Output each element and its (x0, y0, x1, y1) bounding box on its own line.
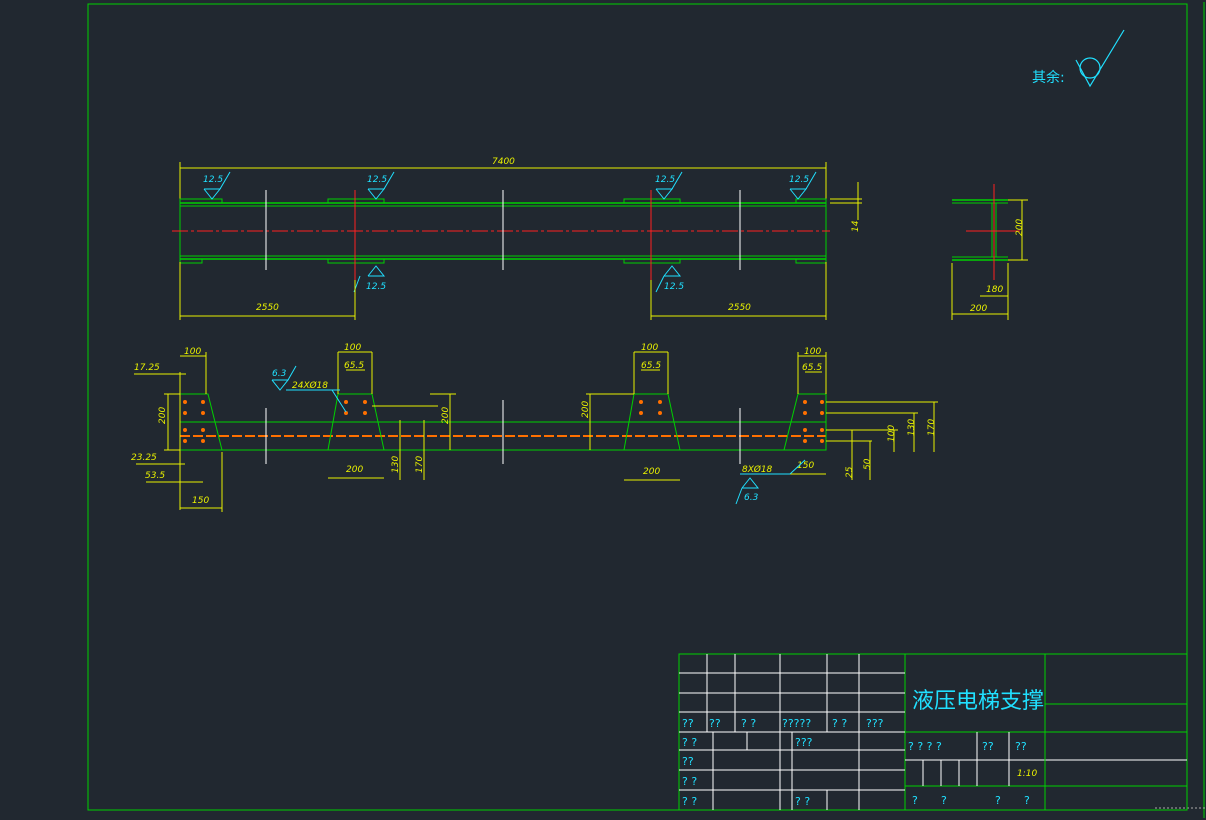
weld-small-2: 6.3 (744, 493, 759, 503)
dim-hole-side-a: 23.25 (131, 453, 157, 463)
dim-vert-50: 50 (863, 458, 873, 470)
tb-r1-c4: ????? (782, 717, 811, 730)
sheet-frame (87, 3, 1188, 811)
dim-section-height: 200 (1015, 219, 1025, 236)
tb-left-4: ? ? (682, 795, 697, 808)
weld-label-4: 12.5 (789, 175, 809, 185)
dim-plate-4: 100 (804, 347, 821, 357)
dim-base-small-1: 150 (192, 496, 209, 506)
dim-section-width: 200 (970, 304, 987, 314)
dim-hole-spacing-2: 65.5 (641, 361, 661, 371)
tb-mid-a: ??? (795, 736, 813, 749)
dim-vert-170-a: 170 (415, 456, 425, 473)
surface-roughness-note: 其余: (1032, 29, 1125, 88)
tb-bottom-3: ? (995, 794, 1001, 807)
weld-small-1: 6.3 (272, 369, 287, 379)
dim-hole-spacing-3: 65.5 (802, 363, 822, 373)
tb-right-h3: ?? (1015, 740, 1027, 753)
tb-r1-c1: ?? (682, 717, 694, 730)
dim-hole-spacing-1: 65.5 (344, 361, 364, 371)
dim-vert-130-b: 130 (907, 419, 917, 436)
tb-left-1: ? ? (682, 736, 697, 749)
support-elevation-view: 100 100 65.5 100 65.5 100 65.5 17.25 23.… (131, 343, 938, 512)
dim-hole-top: 17.25 (134, 363, 160, 373)
dim-right-offset: 2550 (728, 303, 751, 313)
tb-right-h2: ?? (982, 740, 994, 753)
tb-left-2: ?? (682, 755, 694, 768)
weld-label-6: 12.5 (664, 282, 684, 292)
dim-support-height-2: 200 (581, 401, 591, 418)
dim-vert-100: 100 (887, 425, 897, 442)
tb-scale: 1:10 (1017, 769, 1037, 779)
dim-section-inner: 180 (986, 285, 1003, 295)
dim-vert-25: 25 (845, 466, 855, 478)
tb-mid-b: ? ? (795, 795, 810, 808)
dim-plate-2: 100 (344, 343, 361, 353)
dim-base-1: 200 (346, 465, 363, 475)
weld-label-5: 12.5 (366, 282, 386, 292)
dim-plate-1: 100 (184, 347, 201, 357)
dim-plate-3: 100 (641, 343, 658, 353)
dim-vert-130-a: 130 (391, 456, 401, 473)
drawing-title: 液压电梯支撑 (912, 689, 1044, 714)
dim-vert-170-b: 170 (927, 419, 937, 436)
tb-bottom-1: ? (912, 794, 918, 807)
tb-r1-c6: ??? (866, 717, 884, 730)
tb-r1-c2: ?? (709, 717, 721, 730)
tb-r1-c3: ? ? (741, 717, 756, 730)
weld-label-1: 12.5 (203, 175, 223, 185)
roughness-icon (1075, 29, 1125, 88)
tb-bottom-4: ? (1024, 794, 1030, 807)
tb-bottom-2: ? (941, 794, 947, 807)
title-block (678, 653, 1188, 811)
hole-note-b: 8XØ18 (742, 464, 773, 475)
surface-note-text: 其余: (1032, 69, 1065, 86)
dim-base-small-2: 150 (797, 461, 814, 471)
beam-elevation-view: 7400 (172, 157, 862, 320)
dim-total-length: 7400 (492, 157, 515, 167)
weld-label-2: 12.5 (367, 175, 387, 185)
title-block-text: ?? ?? ? ? ????? ? ? ??? ? ? ?? ? ? ? ? ?… (682, 717, 1037, 808)
dim-hole-side-b: 53.5 (145, 471, 165, 481)
dim-support-height-1: 200 (441, 407, 451, 424)
tb-left-3: ? ? (682, 775, 697, 788)
dim-end-height: 200 (158, 407, 168, 424)
dim-thickness: 14 (851, 220, 861, 232)
dim-base-2: 200 (643, 467, 660, 477)
dim-left-offset: 2550 (256, 303, 279, 313)
hole-note-a: 24XØ18 (292, 380, 328, 391)
tb-right-h1: ? ? ? ? (908, 740, 942, 753)
beam-section-view: 200 180 200 (951, 184, 1028, 320)
weld-label-3: 12.5 (655, 175, 675, 185)
tb-r1-c5: ? ? (832, 717, 847, 730)
